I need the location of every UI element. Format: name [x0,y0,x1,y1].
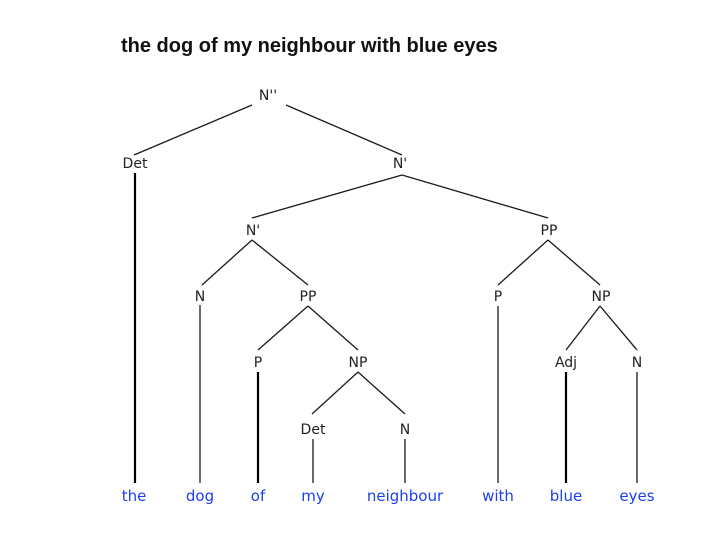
word-of: of [251,487,266,505]
node-nbar-top: N' [393,156,407,172]
branch-pp1-p [257,305,309,351]
branch-nbar-pp [401,174,549,219]
node-n-dog: N [195,289,205,305]
node-pp-right: PP [541,223,558,239]
branch-pp2-np [547,239,601,286]
branch-nbar-n [201,239,253,286]
node-p-of: P [254,355,262,371]
node-np-left: NP [349,355,368,371]
branch-pp2-p [497,239,549,286]
node-n-eyes: N [632,355,642,371]
node-np-right: NP [592,289,611,305]
branch-np1-n [357,371,406,415]
node-p-with: P [494,289,502,305]
tree-branches [133,104,638,483]
word-neighbour: neighbour [367,487,444,505]
word-blue: blue [550,487,582,505]
tree-words: the dog of my neighbour with blue eyes [122,487,655,505]
branch-nbar2-det [133,104,253,156]
node-n-neighbour: N [400,422,410,438]
node-det-top: Det [123,156,148,172]
branch-pp1-np [307,305,359,351]
tree-node-labels: N'' Det N' N' PP N PP P NP P NP Adj N De… [123,88,643,438]
word-eyes: eyes [619,487,654,505]
branch-np2-adj [565,305,601,351]
word-the: the [122,487,147,505]
node-det-my: Det [301,422,326,438]
node-nbar2: N'' [259,88,277,104]
node-nbar-mid: N' [246,223,260,239]
node-adj: Adj [555,355,577,371]
word-dog: dog [186,487,214,505]
branch-nbar2-nbar [285,104,403,156]
branch-np1-det [311,371,359,415]
word-with: with [482,487,514,505]
word-my: my [301,487,325,505]
branch-np2-n [599,305,638,351]
branch-nbar-pp1 [251,239,309,286]
branch-nbar-nbar [251,174,403,219]
diagram-title: the dog of my neighbour with blue eyes [121,35,498,57]
node-pp-left: PP [300,289,317,305]
